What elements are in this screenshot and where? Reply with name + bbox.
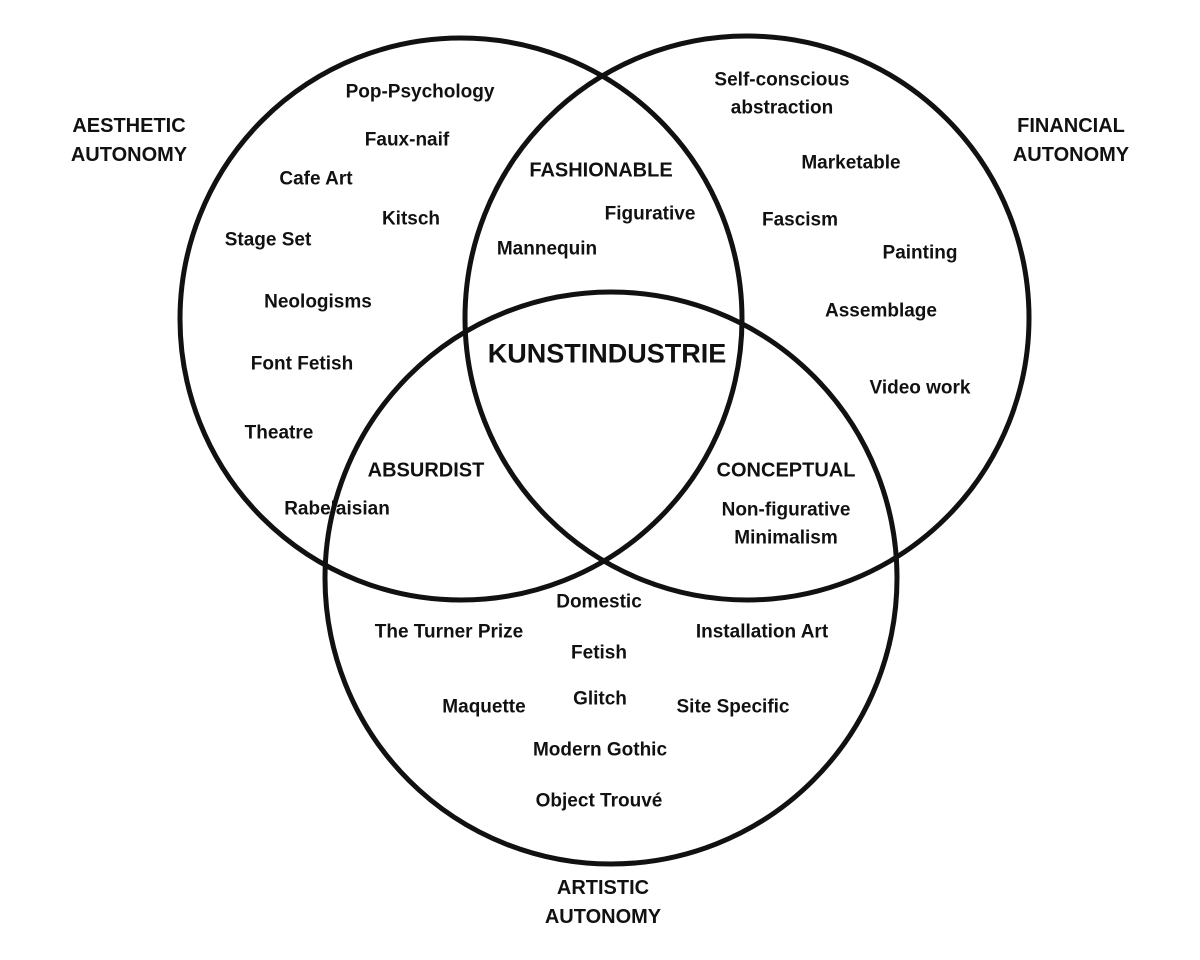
set-label-line: AUTONOMY bbox=[1012, 144, 1130, 166]
intersection-label-absurdist: ABSURDIST bbox=[367, 459, 485, 482]
set-label-artistic: ARTISTIC AUTONOMY bbox=[545, 874, 661, 932]
aesthetic-circle bbox=[177, 35, 745, 603]
item: Glitch bbox=[573, 688, 627, 710]
financial-circle bbox=[462, 33, 1032, 603]
item: Installation Art bbox=[695, 621, 829, 643]
center-label: KUNSTINDUSTRIE bbox=[487, 338, 727, 369]
artistic-circle bbox=[322, 289, 900, 867]
item: Pop-Psychology bbox=[345, 81, 495, 103]
item: Fetish bbox=[571, 642, 627, 664]
set-label-line: AESTHETIC bbox=[72, 115, 186, 137]
item: Object Trouvé bbox=[535, 790, 663, 812]
item: Rabelaisian bbox=[284, 498, 390, 520]
item: Kitsch bbox=[381, 208, 441, 230]
item: Minimalism bbox=[734, 527, 838, 549]
item: abstraction bbox=[730, 97, 834, 119]
item: Faux-naif bbox=[364, 129, 450, 151]
item: Assemblage bbox=[825, 300, 937, 322]
set-label-line: ARTISTIC bbox=[556, 877, 650, 899]
item: Stage Set bbox=[224, 229, 312, 251]
item: Neologisms bbox=[264, 291, 372, 313]
intersection-label-conceptual: CONCEPTUAL bbox=[716, 459, 856, 482]
item: Theatre bbox=[244, 422, 314, 444]
item: Maquette bbox=[442, 696, 526, 718]
item: The Turner Prize bbox=[374, 621, 524, 643]
item: Self-conscious bbox=[714, 69, 850, 91]
item: Painting bbox=[882, 242, 958, 264]
item: Mannequin bbox=[496, 238, 598, 260]
set-label-line: FINANCIAL bbox=[1017, 115, 1125, 137]
item: Modern Gothic bbox=[532, 739, 668, 761]
set-label-line: AUTONOMY bbox=[544, 906, 662, 928]
item: Video work bbox=[869, 377, 971, 399]
item: Fascism bbox=[761, 209, 839, 231]
set-label-aesthetic: AESTHETIC AUTONOMY bbox=[71, 112, 187, 170]
item: Site Specific bbox=[676, 696, 790, 718]
set-label-financial: FINANCIAL AUTONOMY bbox=[1013, 112, 1129, 170]
item: Cafe Art bbox=[279, 168, 353, 190]
intersection-label-fashionable: FASHIONABLE bbox=[529, 159, 673, 182]
item: Domestic bbox=[556, 591, 642, 613]
item: Non-figurative bbox=[721, 499, 851, 521]
item: Marketable bbox=[801, 152, 901, 174]
item: Figurative bbox=[604, 203, 696, 225]
item: Font Fetish bbox=[250, 353, 354, 375]
set-label-line: AUTONOMY bbox=[70, 144, 188, 166]
